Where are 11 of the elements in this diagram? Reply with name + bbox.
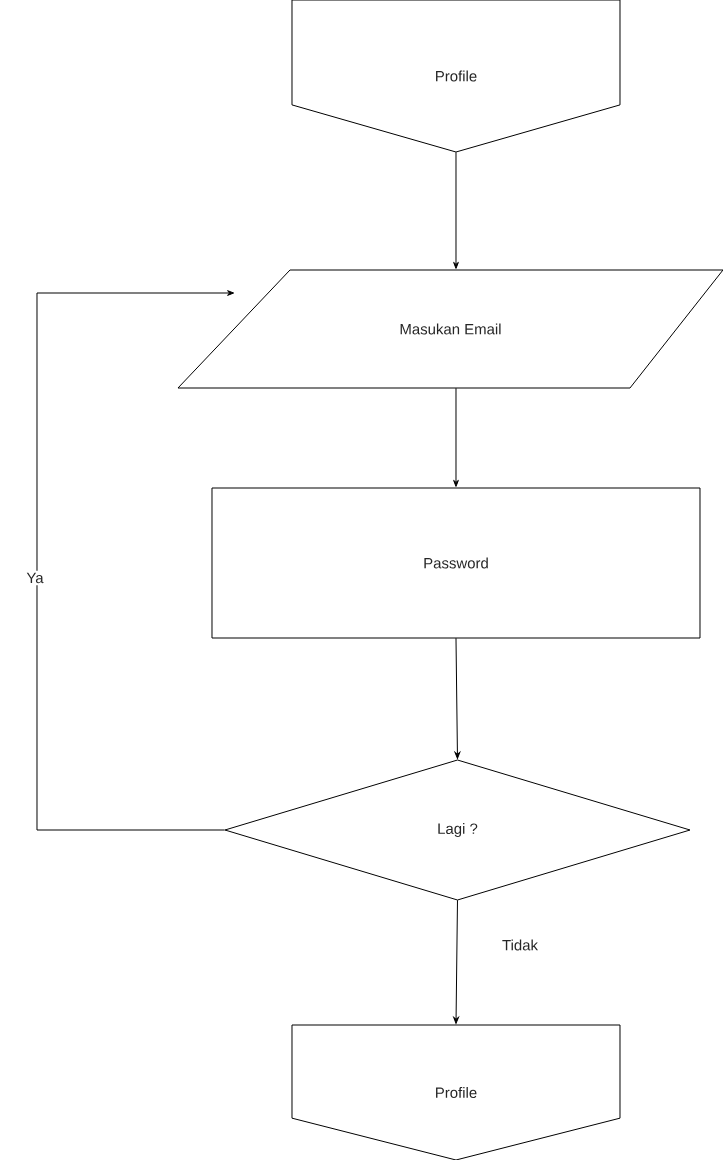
off-page-connector: Profile [291,1024,621,1160]
arrow [453,151,459,269]
off-page-connector: Profile [291,0,621,153]
arrow [36,290,235,831]
arrow [453,899,459,1024]
process-box: Password [211,487,701,639]
edge-label: Ya [24,570,46,586]
edge-label: Tidak [502,939,538,951]
input-parallelogram: Masukan Email [177,269,723,389]
arrow [454,637,461,759]
arrow [453,387,459,487]
